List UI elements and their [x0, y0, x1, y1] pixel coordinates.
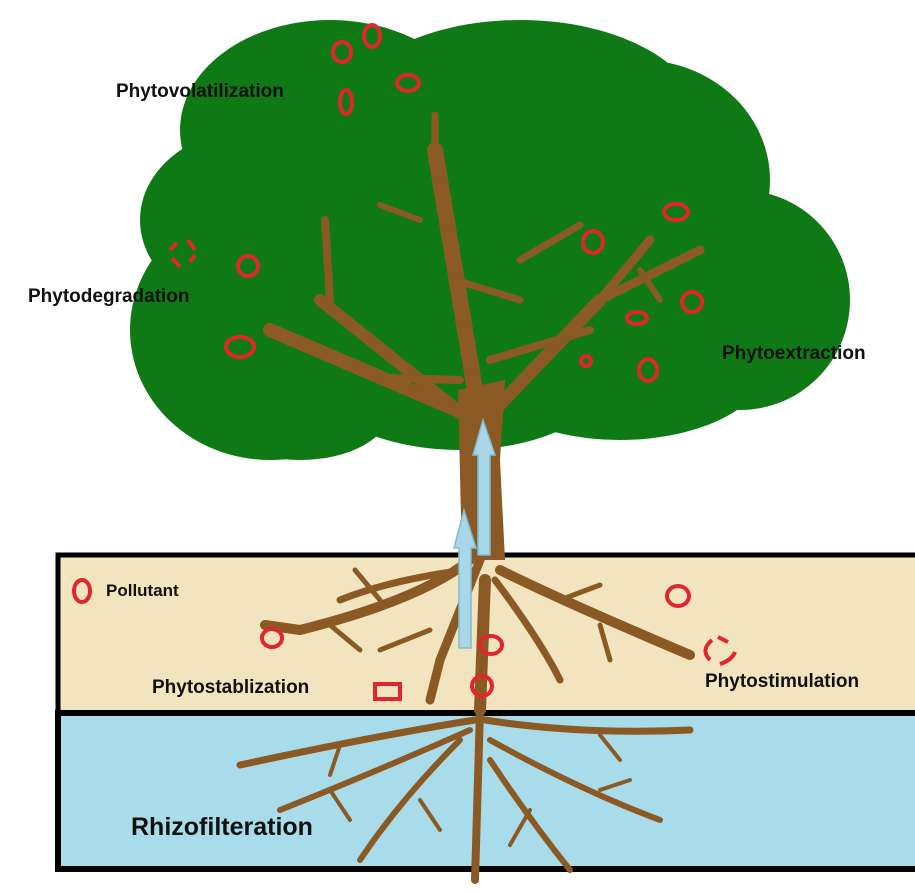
- label-rhizofilteration: Rhizofilteration: [131, 815, 313, 840]
- label-pollutant: Pollutant: [106, 582, 179, 599]
- label-phytostimulation: Phytostimulation: [705, 672, 859, 691]
- label-phytodegradation: Phytodegradation: [28, 287, 190, 306]
- label-phytostablization: Phytostablization: [152, 678, 309, 697]
- label-phytoextraction: Phytoextraction: [722, 344, 866, 363]
- label-phytovolatilization: Phytovolatilization: [116, 82, 284, 101]
- water-layer: [58, 713, 915, 869]
